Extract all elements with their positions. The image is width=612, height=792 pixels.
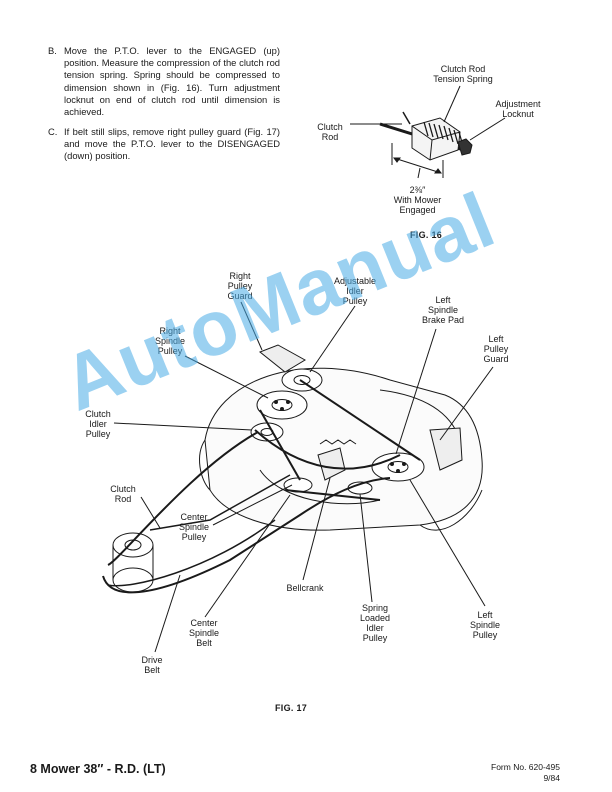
footer-form-number: Form No. 620-495 [491, 762, 560, 772]
fig16-label-adjustment-locknut: Adjustment Locknut [495, 99, 541, 119]
fig17-label-clutch-idler-pulley: Clutch Idler Pulley [85, 409, 111, 439]
fig16-label-dimension: 2⅜″ With Mower Engaged [393, 185, 442, 215]
fig17-label-center-spindle-belt: Center Spindle Belt [188, 618, 220, 648]
fig17-label-left-spindle-pulley: Left Spindle Pulley [469, 610, 501, 640]
fig17-label-center-spindle-pulley: Center Spindle Pulley [178, 512, 210, 542]
fig17-label-left-spindle-brake-pad: Left Spindle Brake Pad [421, 295, 465, 325]
fig17-label-bellcrank: Bellcrank [286, 583, 324, 593]
fig17-label-right-spindle-pulley: Right Spindle Pulley [154, 326, 186, 356]
step-b-letter: B. [48, 45, 57, 56]
fig17-label-right-pulley-guard: Right Pulley Guard [227, 271, 253, 301]
fig17-label-adjustable-idler-pulley: Adjustable Idler Pulley [333, 276, 377, 306]
step-c-text: If belt still slips, remove right pulley… [64, 126, 280, 162]
footer-form-info: Form No. 620-495 9/84 [491, 762, 560, 784]
fig17-caption: FIG. 17 [275, 703, 308, 713]
fig16-caption: FIG. 16 [410, 230, 443, 240]
fig17-label-spring-loaded-idler-pulley: Spring Loaded Idler Pulley [359, 603, 391, 643]
fig17-label-clutch-rod: Clutch Rod [110, 484, 136, 504]
step-b-text: Move the P.T.O. lever to the ENGAGED (up… [64, 45, 280, 118]
step-c-letter: C. [48, 126, 58, 137]
instruction-step-c: C. If belt still slips, remove right pul… [48, 126, 280, 166]
instruction-step-b: B. Move the P.T.O. lever to the ENGAGED … [48, 45, 280, 123]
fig16-label-clutch-rod-tension-spring: Clutch Rod Tension Spring [433, 64, 493, 84]
fig17-label-left-pulley-guard: Left Pulley Guard [483, 334, 509, 364]
fig16-label-clutch-rod: Clutch Rod [317, 122, 343, 142]
footer-title: 8 Mower 38″ - R.D. (LT) [30, 762, 166, 776]
footer-date: 9/84 [543, 773, 560, 783]
fig17-label-drive-belt: Drive Belt [141, 655, 163, 675]
